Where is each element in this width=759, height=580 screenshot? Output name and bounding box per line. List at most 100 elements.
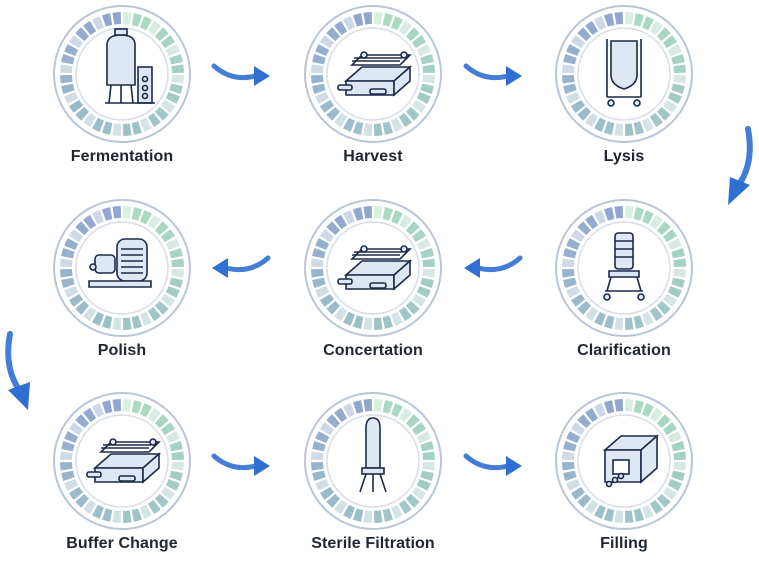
ring-outline — [53, 392, 191, 530]
ring-segment — [334, 214, 348, 230]
ring-segment — [92, 311, 104, 326]
ring-segment — [147, 112, 161, 128]
ring-segment — [594, 403, 606, 418]
ring-segment — [566, 479, 581, 491]
ring-segment — [594, 16, 606, 31]
ring-segment — [420, 247, 434, 259]
ring-segment — [563, 470, 577, 482]
ring-segment — [633, 508, 645, 522]
ring-segment — [165, 431, 180, 443]
ring-segment — [154, 27, 169, 42]
ring-segment — [326, 300, 341, 315]
ring-segment — [101, 400, 113, 414]
ring-segment — [373, 510, 383, 523]
chromatography-system-icon — [88, 238, 152, 288]
ring-segment — [656, 414, 671, 429]
step-lysis: Lysis — [549, 3, 699, 193]
ring-segment — [649, 112, 663, 128]
ring-segment — [624, 317, 634, 330]
ring-segment — [603, 121, 615, 135]
ring-segment — [160, 229, 176, 243]
ring-segment — [61, 470, 75, 482]
ring-segment — [642, 16, 654, 31]
ring-segment — [614, 317, 624, 330]
arrow-right-icon — [463, 63, 522, 86]
ring-segment — [60, 268, 73, 278]
ring-segment — [411, 293, 427, 307]
ring-segment — [147, 306, 161, 322]
ring-segment — [326, 106, 341, 121]
step-filling: Filling — [549, 390, 699, 580]
ring-segment — [642, 504, 654, 519]
ring-segment — [311, 451, 324, 461]
ring-segment — [68, 422, 84, 436]
ring-segment — [563, 247, 577, 259]
ring-segment — [83, 214, 97, 230]
ring-segment — [131, 400, 143, 414]
step-label: Lysis — [603, 148, 645, 165]
ring-segment — [315, 92, 330, 104]
ring-segment — [60, 258, 73, 268]
ring-segment — [642, 210, 654, 225]
ring-segment — [585, 306, 599, 322]
ring-segment — [83, 499, 97, 515]
ring-segment — [334, 112, 348, 128]
ring-segment — [585, 112, 599, 128]
ring-segment — [671, 83, 685, 95]
ring-segment — [122, 510, 132, 523]
ring-segment — [577, 106, 592, 121]
ring-segment — [562, 64, 575, 74]
ring-outline — [555, 5, 693, 143]
ring-segment — [633, 400, 645, 414]
ring-segment — [398, 407, 412, 423]
ring-segment — [343, 504, 355, 519]
ring-segment — [122, 206, 132, 219]
ring-segment — [64, 479, 79, 491]
ring-segment — [319, 229, 335, 243]
ring-segment — [405, 221, 420, 236]
ring-segment — [60, 451, 73, 461]
ring-segment — [382, 207, 394, 221]
ring-segment — [411, 229, 427, 243]
ring-segment — [614, 123, 624, 136]
ring-segment — [75, 414, 90, 429]
ring-segment — [315, 238, 330, 250]
ring-segment — [311, 258, 324, 268]
filtration-cassette-icon — [337, 245, 413, 291]
ring-segment — [398, 112, 412, 128]
ring-segment — [391, 117, 403, 132]
step-sterile-filtration: Sterile Filtration — [298, 390, 448, 580]
ring-segment — [68, 229, 84, 243]
ring-segment — [614, 510, 624, 523]
ring-segment — [363, 317, 373, 330]
ring-segment — [64, 431, 79, 443]
ring-segment — [75, 300, 90, 315]
ring-segment — [343, 403, 355, 418]
ring-segment — [363, 12, 373, 25]
ring-segment — [171, 74, 184, 84]
ring-segment — [312, 247, 326, 259]
ring-outline — [53, 199, 191, 337]
ring-segment — [101, 508, 113, 522]
ring-segment — [603, 508, 615, 522]
progress-ring — [555, 199, 693, 337]
ring-segment — [311, 268, 324, 278]
ring-segment — [140, 16, 152, 31]
ring-segment — [160, 293, 176, 307]
ring-segment — [633, 315, 645, 329]
ring-segment — [160, 422, 176, 436]
step-polish: Polish — [47, 197, 197, 387]
ring-segment — [662, 293, 678, 307]
ring-segment — [352, 207, 364, 221]
ring-segment — [656, 221, 671, 236]
ring-segment — [585, 20, 599, 36]
ring-segment — [373, 317, 383, 330]
ring-segment — [420, 83, 434, 95]
ring-segment — [416, 431, 431, 443]
ring-segment — [566, 44, 581, 56]
ring-segment — [112, 123, 122, 136]
ring-segment — [594, 504, 606, 519]
ring-segment — [60, 74, 73, 84]
arrow-right-icon — [211, 63, 270, 86]
ring-segment — [154, 493, 169, 508]
